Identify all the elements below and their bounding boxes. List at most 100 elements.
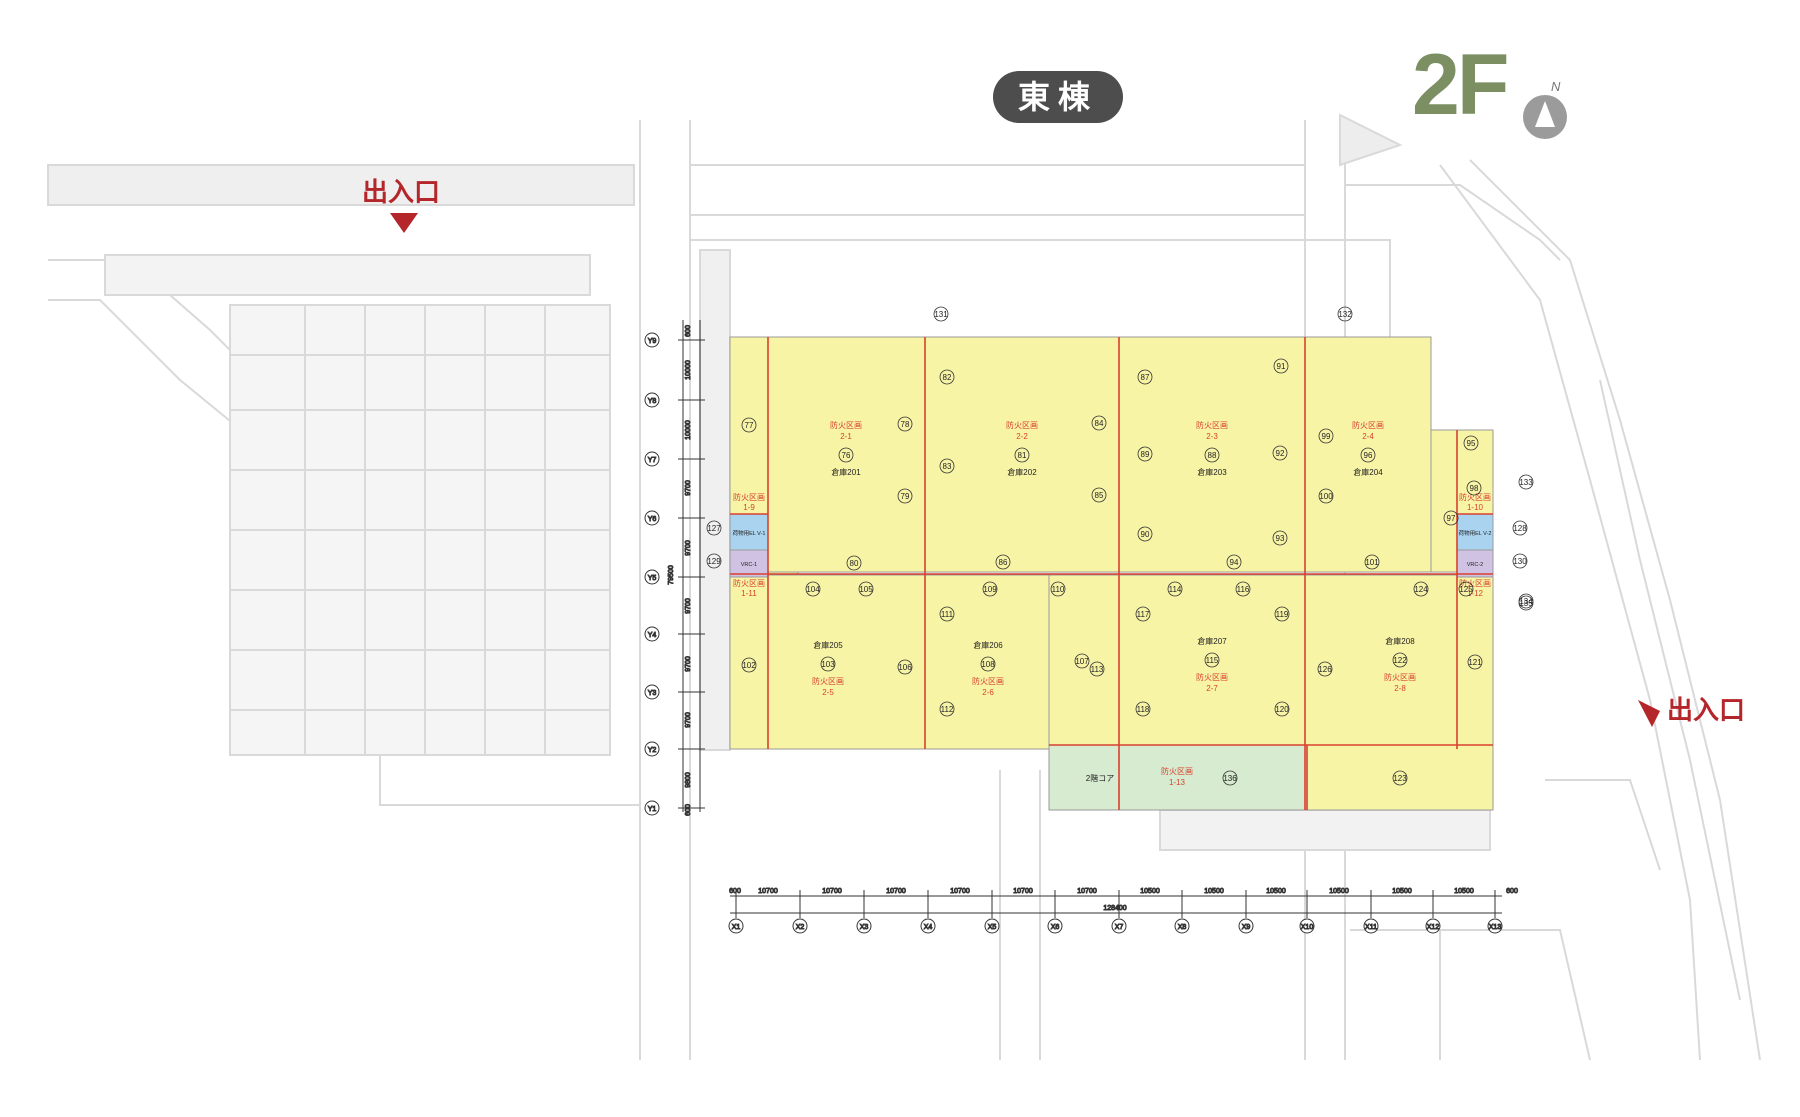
- grid-y-label-Y4: Y4: [644, 626, 660, 642]
- zone-201: [767, 336, 926, 573]
- zone-fire-label-3: 防火区画: [1352, 420, 1384, 430]
- grid-x-span-10: 10500: [1329, 888, 1349, 895]
- grid-y-label-Y6: Y6: [644, 510, 660, 526]
- entrance-top-label: 出入口: [362, 177, 441, 207]
- zone-fire-label-2: 防火区画: [1196, 420, 1228, 430]
- ref-circle-92-text: 92: [1276, 449, 1285, 458]
- zone-fire-no-3: 2-4: [1362, 432, 1374, 441]
- grid-x-text-X5: X5: [988, 924, 997, 931]
- ref-circle-107: 107: [1074, 653, 1090, 669]
- ref-circle-121-text: 121: [1468, 658, 1482, 667]
- north-arrow: N: [1523, 79, 1567, 139]
- grid-x-span-12: 10500: [1454, 888, 1474, 895]
- grid-y-label-Y8: Y8: [644, 392, 660, 408]
- ref-circle-86: 86: [995, 554, 1011, 570]
- grid-y-text-Y1: Y1: [648, 806, 657, 813]
- entrance-arrow-right-icon: [1638, 700, 1660, 727]
- ref-circle-90-text: 90: [1141, 530, 1150, 539]
- ref-circle-111-text: 111: [941, 610, 954, 619]
- ref-circle-119-text: 119: [1276, 610, 1289, 619]
- grid-y-text-Y7: Y7: [648, 457, 657, 464]
- lift-v1: [729, 513, 769, 551]
- grid-x-span-1: 10700: [758, 888, 778, 895]
- grid-y-label-Y2: Y2: [644, 741, 660, 757]
- grid-x-span-8: 10500: [1204, 888, 1224, 895]
- ref-circle-131: 131: [933, 306, 949, 322]
- ref-circle-124: 124: [1413, 581, 1429, 597]
- ref-circle-117-text: 117: [1137, 610, 1150, 619]
- grid-y-span-8: 9800: [685, 772, 692, 788]
- ref-circle-85: 85: [1091, 487, 1107, 503]
- background-site-plan: [47, 113, 1761, 1061]
- ref-circle-84-text: 84: [1095, 419, 1104, 428]
- ref-circle-109: 109: [982, 581, 998, 597]
- zone-room-1: 倉庫202: [1007, 467, 1037, 477]
- floor-label: 2F: [1412, 37, 1509, 133]
- grid-x-span-7: 10500: [1140, 888, 1160, 895]
- grid-y-axis: Y9Y8Y7Y6Y5Y4Y3Y2Y16001000010000970097009…: [644, 320, 705, 816]
- grid-x-total: 128400: [1103, 905, 1126, 912]
- lift-label-2: 荷物用EL V-2: [1459, 529, 1492, 537]
- ref-circle-111: 111: [939, 606, 955, 622]
- ref-circle-77: 77: [741, 417, 757, 433]
- grid-x-span-2: 10700: [822, 888, 842, 895]
- grid-y-label-Y5: Y5: [644, 569, 660, 585]
- lift-label-0: 荷物用EL V-1: [733, 529, 766, 537]
- zone-207: [1118, 574, 1306, 750]
- ref-circle-120-text: 120: [1275, 705, 1289, 714]
- lift-label-1: VRC-1: [741, 562, 758, 568]
- zone-fire-no-7: 2-8: [1394, 684, 1406, 693]
- ref-circle-91-text: 91: [1277, 362, 1286, 371]
- zone-124: [1306, 744, 1494, 811]
- zone-fire-no-2: 2-3: [1206, 432, 1218, 441]
- grid-y-span-1: 10000: [685, 360, 692, 380]
- ref-circle-134-text: 134: [1519, 597, 1533, 606]
- ref-circle-102-text: 102: [742, 661, 756, 670]
- grid-x-label-X1: X1: [728, 918, 744, 934]
- ref-circle-93-text: 93: [1276, 534, 1285, 543]
- zone-num-5-text: 108: [981, 660, 995, 669]
- zone-208: [1304, 574, 1458, 750]
- ref-circle-127: 127: [706, 520, 722, 536]
- grid-y-span-7: 9700: [685, 712, 692, 728]
- zone-room-5: 倉庫206: [973, 640, 1003, 650]
- grid-x-text-X2: X2: [796, 924, 805, 931]
- ref-circle-132-text: 132: [1338, 310, 1352, 319]
- zone-203: [1118, 336, 1306, 573]
- ref-circle-120: 120: [1274, 701, 1290, 717]
- zone-fire-no-0: 2-1: [840, 432, 852, 441]
- grid-y-label-Y3: Y3: [644, 684, 660, 700]
- ref-circle-106-text: 106: [898, 663, 912, 672]
- ref-circle-91: 91: [1273, 358, 1289, 374]
- zone-205: [767, 574, 926, 750]
- zone-fire-label-7: 防火区画: [1384, 672, 1416, 682]
- ref-circle-116: 116: [1235, 581, 1251, 597]
- side-fire-label-3: 防火区画: [1459, 578, 1491, 588]
- ref-circle-129: 129: [706, 553, 722, 569]
- grid-x-label-X9: X9: [1238, 918, 1254, 934]
- ref-circle-83: 83: [939, 458, 955, 474]
- ref-circle-110: 110: [1050, 581, 1066, 597]
- zone-room-4: 倉庫205: [813, 640, 843, 650]
- ref-circle-105: 105: [858, 581, 874, 597]
- entrance-right-label: 出入口: [1667, 695, 1746, 725]
- ref-circle-135-text: 135: [1519, 599, 1533, 608]
- ref-circle-89: 89: [1137, 446, 1153, 462]
- ref-circle-107-text: 107: [1075, 657, 1089, 666]
- grid-x-span-11: 10500: [1392, 888, 1412, 895]
- ref-circle-101: 101: [1364, 554, 1380, 570]
- grid-y-total: 79500: [668, 565, 675, 585]
- side-fire-label-2: 防火区画: [1459, 492, 1491, 502]
- ref-circle-133: 133: [1518, 474, 1534, 490]
- ref-circle-87: 87: [1137, 369, 1153, 385]
- zone-room-0: 倉庫201: [831, 467, 861, 477]
- side-fire-no-1: 1-11: [741, 589, 757, 598]
- ref-circle-77-text: 77: [745, 421, 754, 430]
- grid-x-text-X8: X8: [1178, 924, 1187, 931]
- zone-num-6-text: 115: [1206, 656, 1219, 665]
- grid-x-text-X7: X7: [1115, 924, 1124, 931]
- ref-circle-133-text: 133: [1519, 478, 1533, 487]
